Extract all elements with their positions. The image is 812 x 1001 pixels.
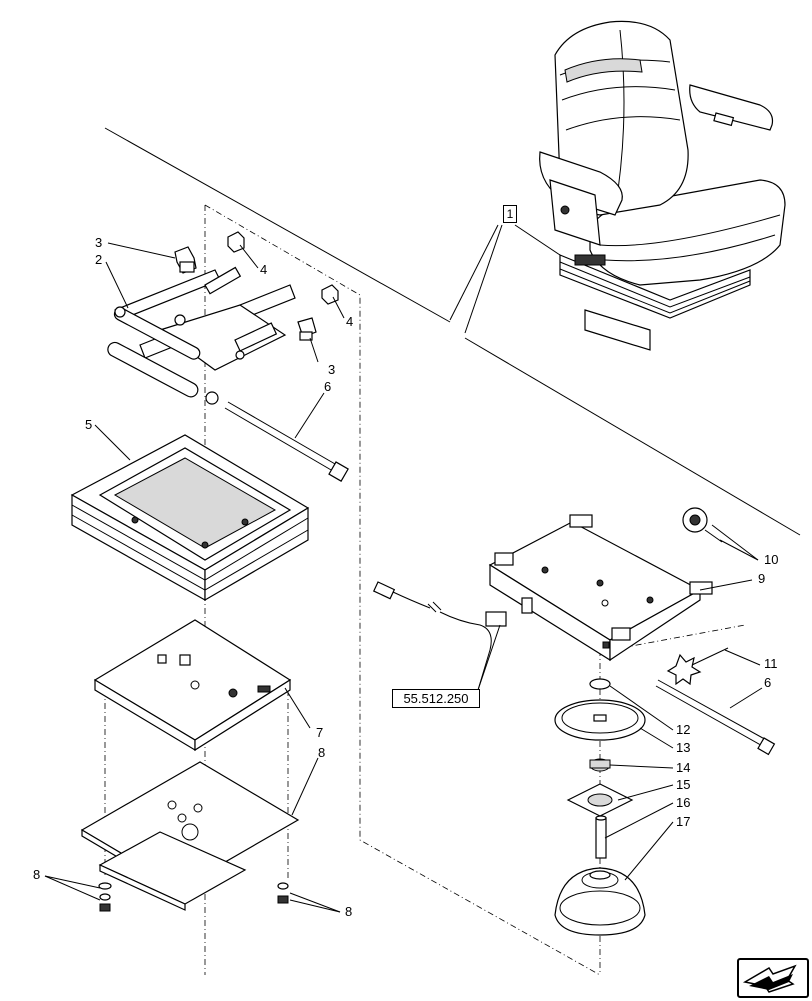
- callout-4-top: 4: [260, 262, 268, 277]
- reference-label: 55.512.250: [403, 691, 469, 706]
- next-page-button[interactable]: [737, 958, 809, 998]
- guide-line-center: [204, 204, 601, 976]
- lower-plate-drawing: [93, 619, 292, 752]
- leader-line: [449, 224, 499, 321]
- separator-line-upper: [104, 127, 451, 323]
- reference-link-box[interactable]: 55.512.250: [392, 689, 480, 708]
- callout-12: 12: [676, 722, 691, 737]
- callout-17: 17: [676, 814, 691, 829]
- callout-11: 11: [764, 656, 778, 671]
- callout-8-right: 8: [345, 904, 353, 919]
- callout-5: 5: [85, 417, 93, 432]
- clip-parts: [174, 246, 317, 341]
- leader-line: [464, 224, 503, 334]
- callout-6-upper: 6: [324, 379, 332, 394]
- callout-8-plate: 8: [318, 745, 326, 760]
- callout-15: 15: [676, 777, 691, 792]
- callout-9: 9: [758, 571, 766, 586]
- callout-3-lower: 3: [328, 362, 336, 377]
- callout-1: 1: [506, 207, 514, 221]
- swivel-bracket-drawing: [488, 514, 713, 662]
- seat-assembly-drawing: [539, 20, 786, 351]
- callout-8-left: 8: [33, 867, 41, 882]
- callout-6-lower: 6: [764, 675, 772, 690]
- callout-10: 10: [764, 552, 779, 567]
- scissor-frame-drawing: [107, 266, 296, 405]
- fastener-parts: [98, 882, 289, 912]
- mounting-plates-drawing: [80, 761, 300, 911]
- callout-1-box: 1: [503, 205, 517, 223]
- callout-16: 16: [676, 795, 691, 810]
- separator-line-lower: [464, 337, 801, 536]
- bellows-drawing: [70, 434, 310, 602]
- callout-4-lower: 4: [346, 314, 354, 329]
- callout-13: 13: [676, 740, 691, 755]
- callout-3-top: 3: [95, 235, 103, 250]
- leader-line: [514, 224, 561, 256]
- next-page-arrow-icon: [742, 964, 797, 993]
- guide-line-bracket: [609, 624, 746, 651]
- rod-upper: [224, 401, 349, 482]
- callout-leader-lines: [44, 242, 763, 913]
- swivel-components-drawing: [554, 678, 646, 936]
- star-knob-and-rod: [655, 647, 776, 756]
- callout-14: 14: [676, 760, 691, 775]
- wire-harness-drawing: [372, 581, 507, 651]
- callout-2: 2: [95, 252, 103, 267]
- adjustment-knob-drawing: [682, 507, 723, 543]
- callout-7: 7: [316, 725, 324, 740]
